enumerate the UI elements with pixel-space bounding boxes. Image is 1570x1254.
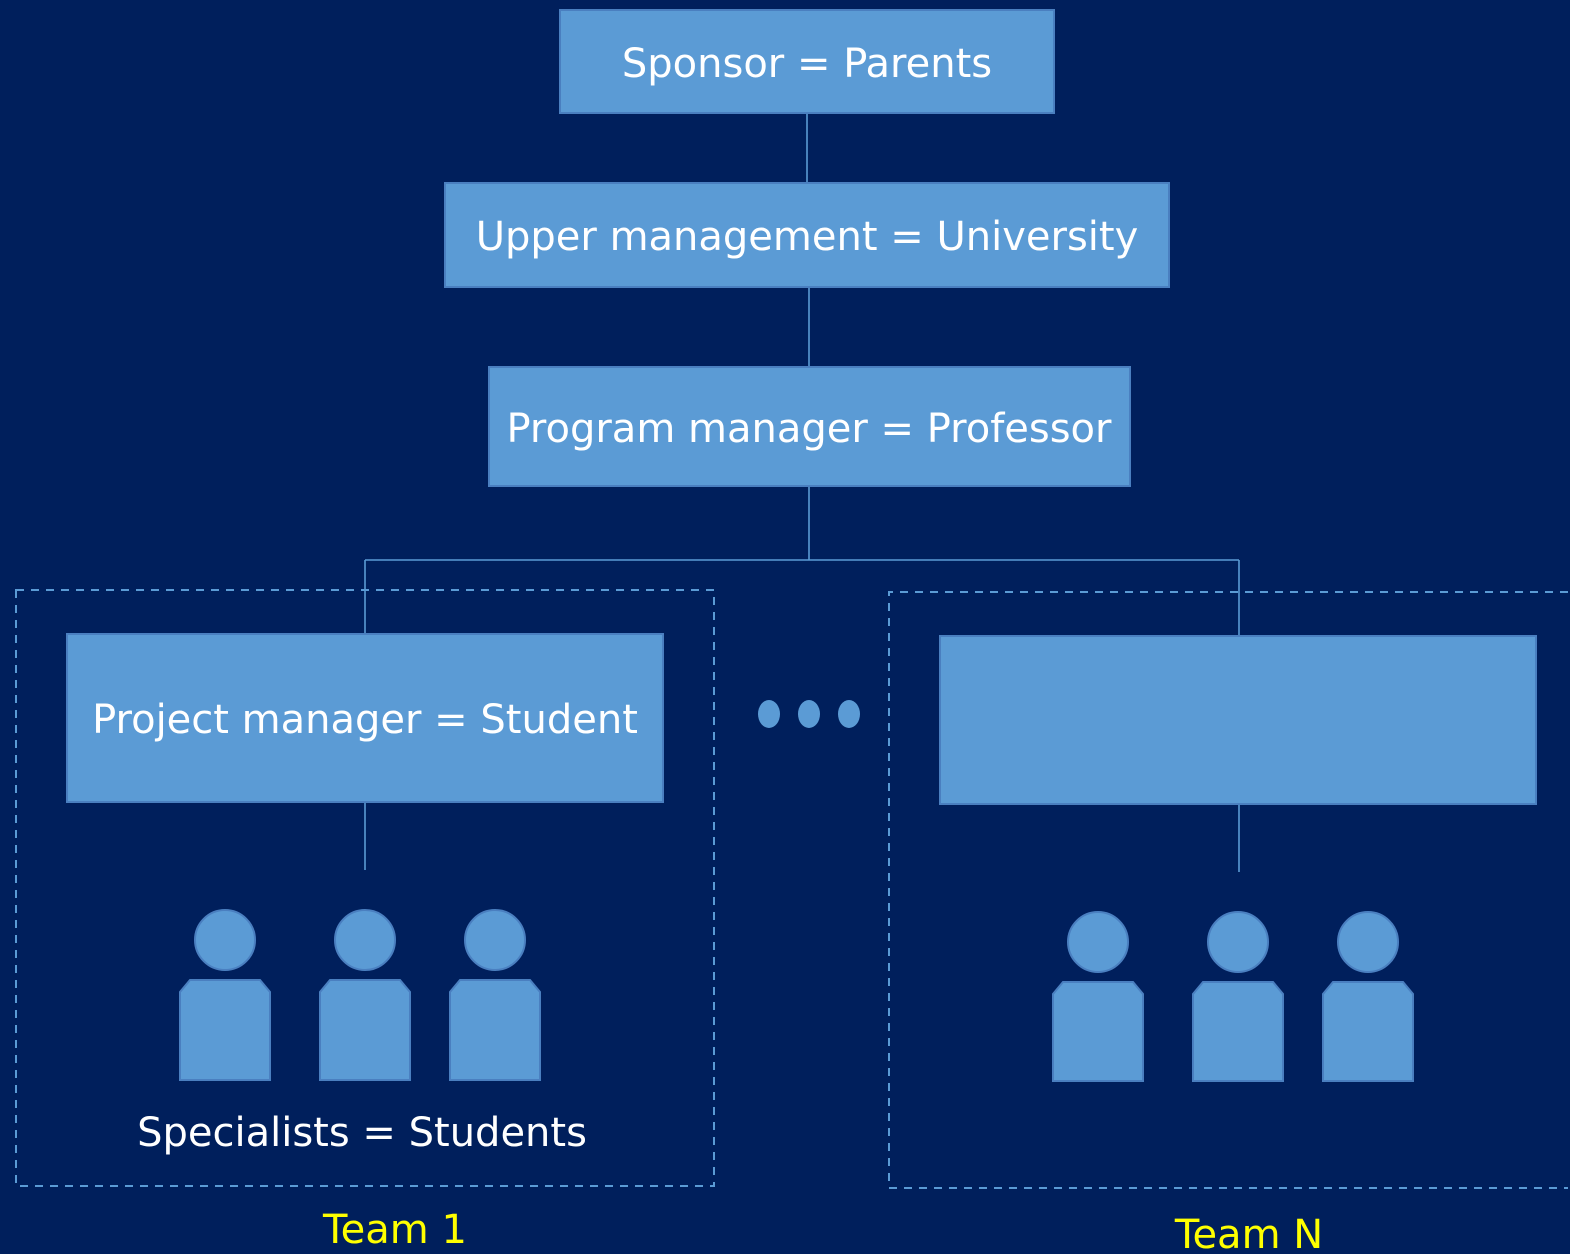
person-icon bbox=[179, 909, 271, 1081]
project-manager-label: Project manager = Student bbox=[92, 697, 638, 743]
person-icon bbox=[1052, 911, 1144, 1082]
project-manager-node: Project manager = Student bbox=[66, 633, 664, 803]
upper-management-label: Upper management = University bbox=[476, 214, 1139, 260]
sponsor-node: Sponsor = Parents bbox=[559, 9, 1055, 114]
team-n-label: Team N bbox=[1174, 1212, 1323, 1254]
team-n-specialists bbox=[1052, 911, 1414, 1082]
person-icon bbox=[449, 909, 541, 1081]
program-manager-label: Program manager = Professor bbox=[507, 406, 1113, 452]
connectors bbox=[364, 113, 1240, 872]
team-1-label: Team 1 bbox=[322, 1207, 467, 1253]
person-icon bbox=[1322, 911, 1414, 1082]
team-n-frame bbox=[888, 591, 1568, 1189]
sponsor-label: Sponsor = Parents bbox=[622, 41, 992, 87]
ellipsis-icon bbox=[758, 700, 860, 728]
person-icon bbox=[1192, 911, 1284, 1082]
person-icon bbox=[319, 909, 411, 1081]
specialists-label: Specialists = Students bbox=[137, 1110, 587, 1156]
program-manager-node: Program manager = Professor bbox=[488, 366, 1131, 487]
team-1-specialists bbox=[179, 909, 541, 1081]
team-n-manager-node bbox=[939, 635, 1537, 805]
upper-management-node: Upper management = University bbox=[444, 182, 1170, 288]
